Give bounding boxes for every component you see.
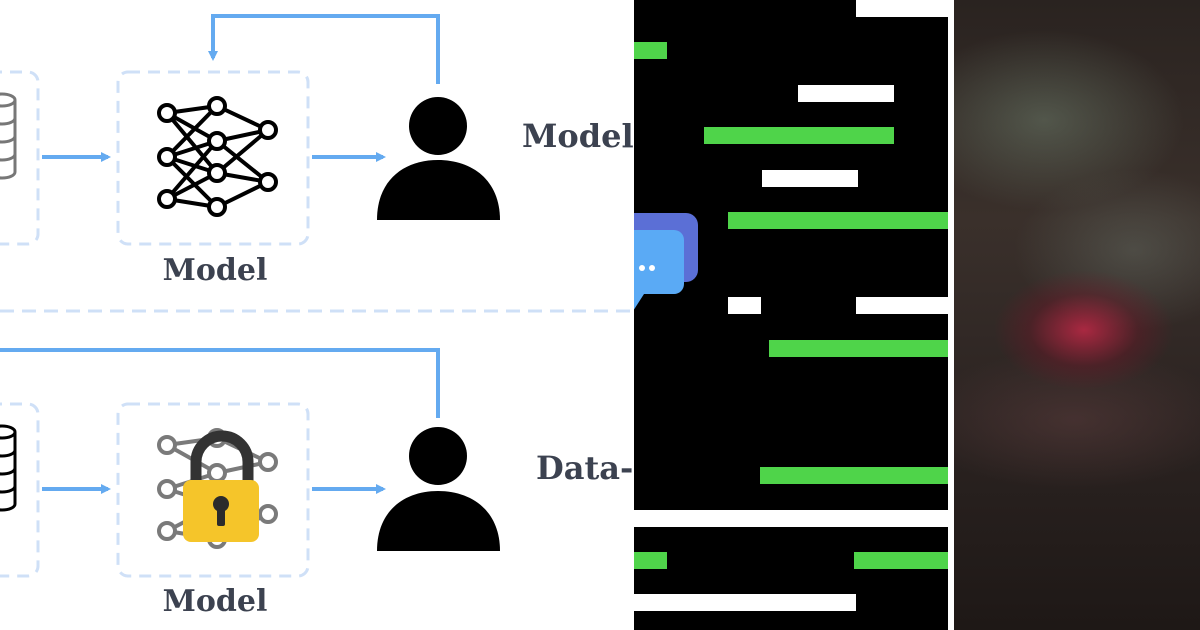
green-bar (760, 467, 950, 484)
green-bar (634, 42, 667, 59)
bars-graphic (634, 0, 950, 611)
chat-bubble-icon (634, 213, 698, 310)
white-bar (762, 170, 858, 187)
green-bar (854, 552, 950, 569)
neural-network-icon (157, 96, 278, 217)
padlock-icon (183, 430, 259, 542)
terminal-bars-panel (634, 0, 950, 630)
model-label: Model (163, 253, 268, 288)
white-bar (634, 510, 950, 527)
model-box (116, 402, 310, 578)
top-row: Model Model (0, 14, 634, 288)
data-source-box (0, 402, 40, 578)
green-bar (704, 127, 894, 144)
user-icon (377, 97, 500, 220)
green-bar (634, 552, 667, 569)
green-bar (728, 212, 950, 229)
white-bar (728, 297, 761, 314)
database-icon (0, 92, 17, 180)
feedback-loop-arrow (208, 14, 440, 84)
database-icon (0, 424, 17, 512)
white-bar (634, 594, 856, 611)
user-icon (377, 427, 500, 551)
data-source-box (0, 70, 40, 246)
green-bar (769, 340, 950, 357)
white-bar (856, 0, 950, 17)
bottom-row: Model Data- (0, 348, 633, 619)
model-diagram-panel: Model Model (0, 14, 634, 619)
white-bar (856, 297, 950, 314)
side-label-model: Model (522, 117, 634, 155)
model-label: Model (163, 584, 268, 619)
model-box (116, 70, 310, 246)
model-diagram: Model Model (0, 14, 634, 619)
data-feedback-arrow (0, 348, 440, 418)
white-bar (798, 85, 894, 102)
side-label-data: Data- (536, 449, 633, 487)
graffiti-photo (954, 0, 1200, 630)
panel-separator (948, 0, 954, 630)
